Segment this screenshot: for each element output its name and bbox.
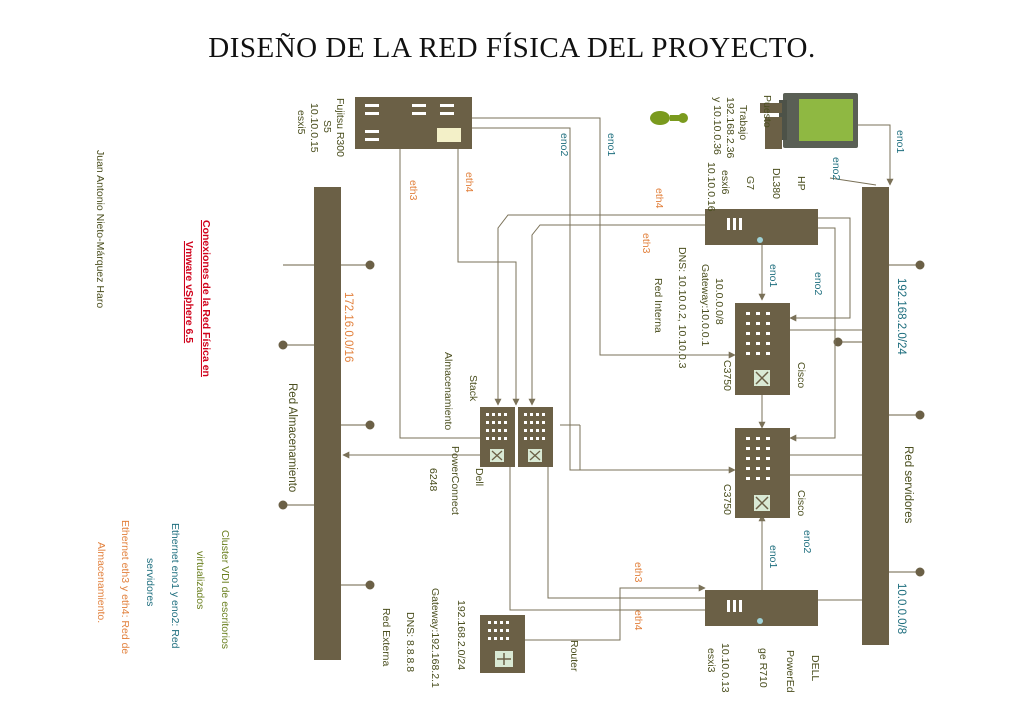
fujitsu-port-eth3: eth3 (407, 180, 419, 201)
external-line-4: Red Externa (380, 608, 392, 667)
internal-network-label: 10.0.0.0/8 Gateway:10.0.0.1 DNS: 10.10.0… (652, 247, 725, 369)
hp-line-5: 10.10.0.16 (705, 162, 717, 212)
workstation-line-2: Trabajo (737, 105, 749, 140)
cisco-top-line-2: C3750 (721, 360, 733, 391)
stack-line-2: Almacenamiento (442, 352, 454, 430)
dell-server-line-4: 10.10.0.13 (719, 643, 731, 693)
workstation-port-eno1: eno1 (894, 130, 906, 154)
internal-line-4: Red Interna (652, 278, 664, 333)
heading-line-1: Conexiones de la Red Física en (200, 220, 212, 377)
hp-label: HP DL380 G7 esxi6 10.10.0.16 (705, 162, 807, 212)
dell-server-line-5: esxi3 (705, 648, 717, 673)
workstation-label: Puesto Trabajo 192.168.2.36 y 10.10.0.36 (711, 95, 773, 158)
external-network-label: 192.168.2.0/24 Gateway:192.168.2.1 DNS: … (380, 588, 467, 688)
hp-line-3: G7 (744, 176, 756, 190)
dell-server-port-eth3: eth3 (632, 562, 644, 583)
cisco-bottom-line-1: Cisco (795, 490, 807, 516)
dell-server-line-2: PowerEd (784, 650, 796, 693)
server-bus-name: Red servidores (902, 446, 914, 524)
dell-server (705, 590, 818, 626)
hp-line-4: esxi6 (719, 170, 731, 195)
internal-line-2: Gateway:10.0.0.1 (699, 264, 711, 346)
page-title: DISEÑO DE LA RED FÍSICA DEL PROYECTO. (208, 32, 816, 64)
fujitsu-port-eno1: eno1 (605, 133, 617, 157)
fujitsu-line-4: esxi5 (295, 110, 307, 135)
hp-line-1: HP (795, 176, 807, 191)
storage-bus-subnet: 172.16.0.0/16 (342, 292, 354, 362)
hp-line-2: DL380 (770, 168, 782, 199)
dell-switch-line-3: 6248 (427, 468, 439, 492)
cisco-switch-bottom (735, 428, 790, 518)
fujitsu-server (355, 97, 472, 149)
server-bus-taps (833, 260, 925, 577)
hp-port-eth3: eth3 (640, 233, 652, 254)
internal-line-1: 10.0.0.0/8 (713, 278, 725, 325)
router-label: Router (568, 640, 580, 672)
dell-server-label: DELL PowerEd ge R710 10.10.0.13 esxi3 (705, 643, 821, 693)
external-line-1: 192.168.2.0/24 (455, 600, 467, 670)
legend-green-2: virtualizados (194, 551, 206, 609)
legend-teal-1: Ethernet eno1 y eno2: Red (169, 523, 181, 649)
author-name: Juan Antonio Nieto-Márquez Haro (94, 150, 106, 308)
cisco-bottom-line-2: C3750 (721, 484, 733, 515)
hp-port-eno1: eno1 (767, 264, 779, 288)
dell-server-port-eth4: eth4 (632, 610, 644, 631)
heading-line-2: Vmware vSphere 6.5 (183, 241, 195, 343)
legend-orange-2: Almacenamiento. (95, 542, 107, 623)
cisco-switch-top (735, 303, 790, 395)
legend-orange-1: Ethernet eth3 y eth4: Red de (119, 520, 131, 654)
storage-bus-taps (278, 260, 375, 590)
internal-line-3: DNS: 10.10.0.2, 10.10.0.3 (676, 247, 688, 369)
fujitsu-port-eno2: eno2 (558, 133, 570, 157)
cisco-bottom-port-eno1: eno1 (767, 545, 779, 569)
storage-network-bus (314, 187, 341, 660)
workstation-line-4: y 10.10.0.36 (711, 97, 723, 155)
legend-teal-2: servidores (144, 558, 156, 606)
external-line-2: Gateway:192.168.2.1 (429, 588, 441, 688)
fujitsu-line-1: Fujitsu R300 (334, 98, 346, 157)
dell-switch-line-2: PowerConnect (449, 446, 461, 515)
user-icon (650, 111, 688, 125)
server-bus-subnet-bottom: 10.0.0.0/8 (895, 583, 907, 634)
cisco-bottom-port-eno2: eno2 (801, 530, 813, 554)
dell-powerconnect-switch-b (518, 407, 553, 467)
legend-green-1: Cluster VDI de escritorios (219, 530, 231, 649)
server-bus-subnet-top: 192.168.2.0/24 (895, 278, 907, 355)
workstation-port-eno2: eno2 (830, 157, 842, 181)
external-line-3: DNS: 8.8.8.8 (404, 612, 416, 672)
dell-switch-line-1: Dell (473, 468, 485, 486)
dell-server-line-1: DELL (809, 655, 821, 681)
router-device (480, 615, 525, 673)
fujitsu-label: Fujitsu R300 S5 10.10.0.15 esxi5 (295, 98, 346, 157)
fujitsu-line-2: S5 (321, 120, 333, 133)
workstation-line-3: 192.168.2.36 (724, 97, 736, 158)
server-network-bus (862, 187, 889, 645)
dell-server-line-3: ge R710 (757, 648, 769, 688)
connection-lines (342, 117, 894, 641)
fujitsu-line-3: 10.10.0.15 (308, 103, 320, 153)
storage-bus-name: Red Almacenamiento (286, 383, 298, 492)
workstation-line-1: Puesto (761, 95, 773, 128)
hp-port-eno2: eno2 (812, 272, 824, 296)
fujitsu-port-eth4: eth4 (463, 172, 475, 193)
stack-line-1: Stack (467, 375, 479, 402)
cisco-top-line-1: Cisco (795, 362, 807, 388)
dell-powerconnect-switch-a (480, 407, 515, 467)
hp-server (705, 209, 818, 245)
hp-port-eth4: eth4 (653, 188, 665, 209)
workstation-computer (760, 93, 858, 149)
